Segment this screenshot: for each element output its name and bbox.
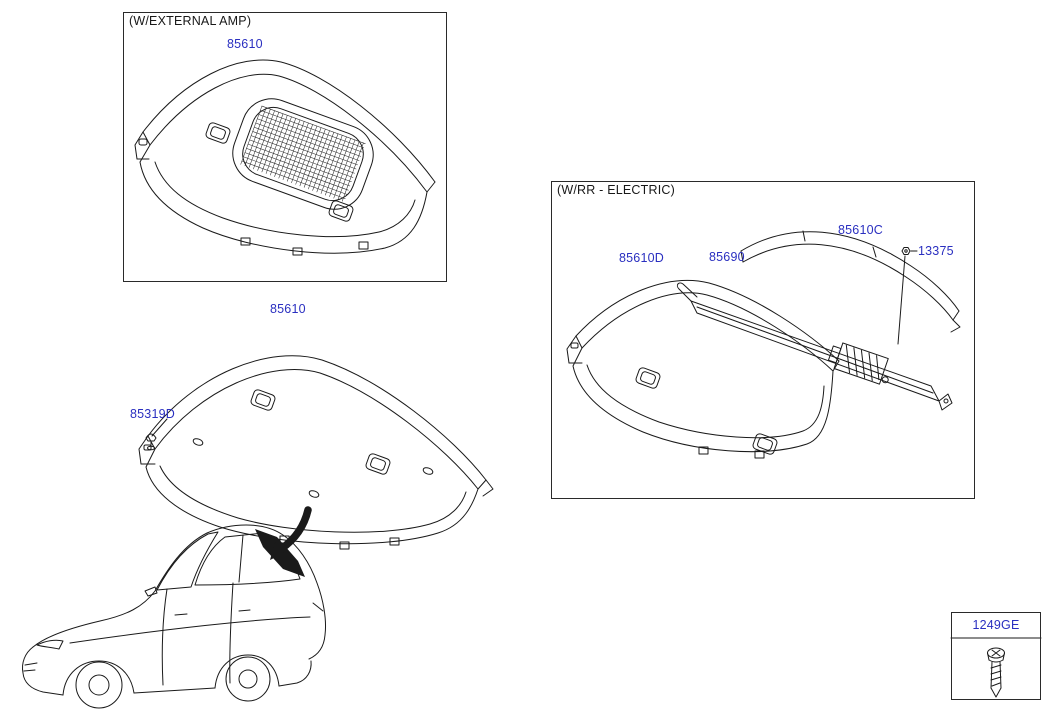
part-label-85690[interactable]: 85690: [709, 250, 745, 264]
sunshade-motor: [827, 342, 889, 385]
speaker-grille: [232, 98, 374, 210]
screw-1249ge-drawing: [950, 637, 1042, 698]
rear-wheel: [225, 656, 271, 702]
arrow-indicator: [270, 506, 312, 560]
caption-external-amp: (W/EXTERNAL AMP): [129, 14, 252, 28]
speaker-cutout: [328, 200, 354, 222]
speaker-cutout: [365, 453, 391, 475]
clip-85319d-drawing: [145, 418, 168, 451]
front-wheel: [75, 661, 123, 709]
caption-rr-electric: (W/RR - ELECTRIC): [557, 183, 675, 197]
part-label-85610c[interactable]: 85610C: [838, 223, 883, 237]
external-amp-box: [123, 12, 447, 282]
part-label-85610-amp[interactable]: 85610: [227, 37, 263, 51]
part-label-85610d[interactable]: 85610D: [619, 251, 664, 265]
nut-13375-drawing: [897, 247, 918, 345]
speaker-cutout: [752, 433, 778, 455]
sunshade-assembly-drawing: [676, 282, 953, 411]
part-label-85319d[interactable]: 85319D: [130, 407, 175, 421]
hardware-box: [951, 612, 1041, 700]
speaker-cutout: [635, 367, 661, 389]
speaker-cutout: [250, 389, 276, 411]
speaker-cutout: [205, 122, 231, 144]
tray-rr-electric-drawing: [566, 230, 961, 459]
part-label-1249ge[interactable]: 1249GE: [972, 618, 1020, 632]
package-tray-drawing: [138, 355, 494, 550]
rr-electric-box: [551, 181, 975, 499]
tray-external-amp-drawing: [134, 59, 436, 256]
part-label-13375[interactable]: 13375: [918, 244, 954, 258]
sunshade-crossbar-drawing: [740, 230, 961, 333]
part-label-85610[interactable]: 85610: [270, 302, 306, 316]
